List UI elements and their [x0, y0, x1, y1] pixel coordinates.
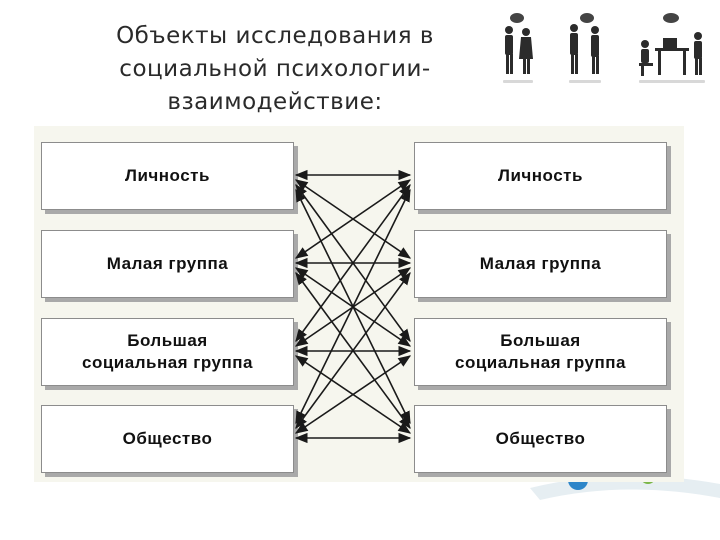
right-box-personality: Личность [414, 142, 667, 210]
business-people-icon [570, 13, 599, 74]
people-silhouettes-icon [503, 13, 705, 83]
left-box-society: Общество [41, 405, 294, 473]
left-box-large-group: Большая социальная группа [41, 318, 294, 386]
title-line-1: Объекты исследования в [116, 23, 434, 49]
people-talking-icon [505, 13, 533, 74]
right-box-large-group: Большая социальная группа [414, 318, 667, 386]
right-box-society: Общество [414, 405, 667, 473]
right-box-small-group: Малая группа [414, 230, 667, 298]
left-box-small-group: Малая группа [41, 230, 294, 298]
left-box-personality: Личность [41, 142, 294, 210]
title-line-3: взаимодействие: [167, 89, 383, 115]
office-desk-icon [639, 13, 702, 76]
arrow-3-2 [294, 355, 412, 434]
title-line-2: социальной психологии- [119, 56, 431, 82]
page-title: Объекты исследования в социальной психол… [70, 20, 480, 119]
